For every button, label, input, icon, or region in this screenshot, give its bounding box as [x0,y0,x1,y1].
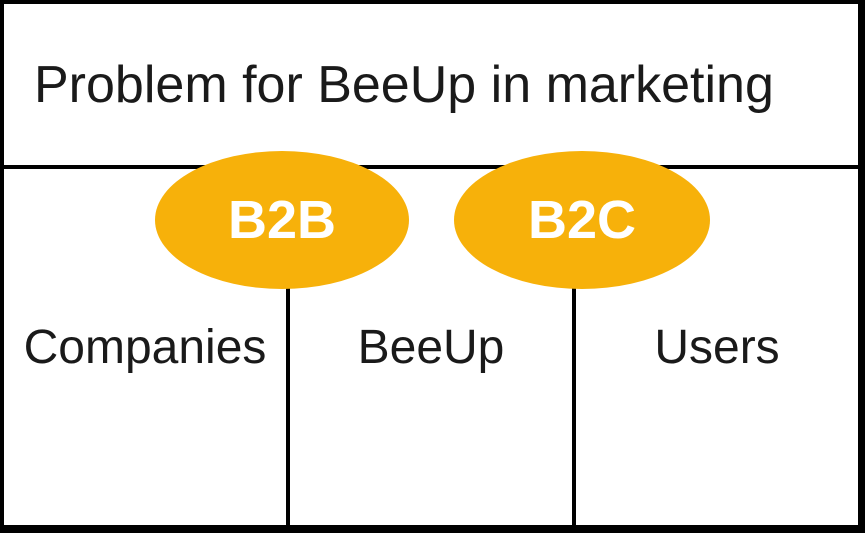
b2c-bubble: B2C [454,151,710,289]
column-companies: Companies [4,169,286,525]
column-users: Users [576,169,858,525]
b2b-bubble: B2B [155,151,409,289]
column-users-label: Users [654,320,780,374]
b2b-bubble-label: B2B [227,190,337,250]
columns-row: Companies BeeUp Users [4,169,858,525]
column-divider-right [572,169,576,525]
title-cell: Problem for BeeUp in marketing [4,4,858,169]
column-companies-label: Companies [23,320,267,374]
column-beeup-label: BeeUp [357,320,505,374]
column-divider-left [286,169,290,525]
diagram-title: Problem for BeeUp in marketing [34,55,774,114]
table-grid: Problem for BeeUp in marketing Companies… [4,4,858,525]
b2c-bubble-label: B2C [527,190,637,250]
column-beeup: BeeUp [290,169,572,525]
